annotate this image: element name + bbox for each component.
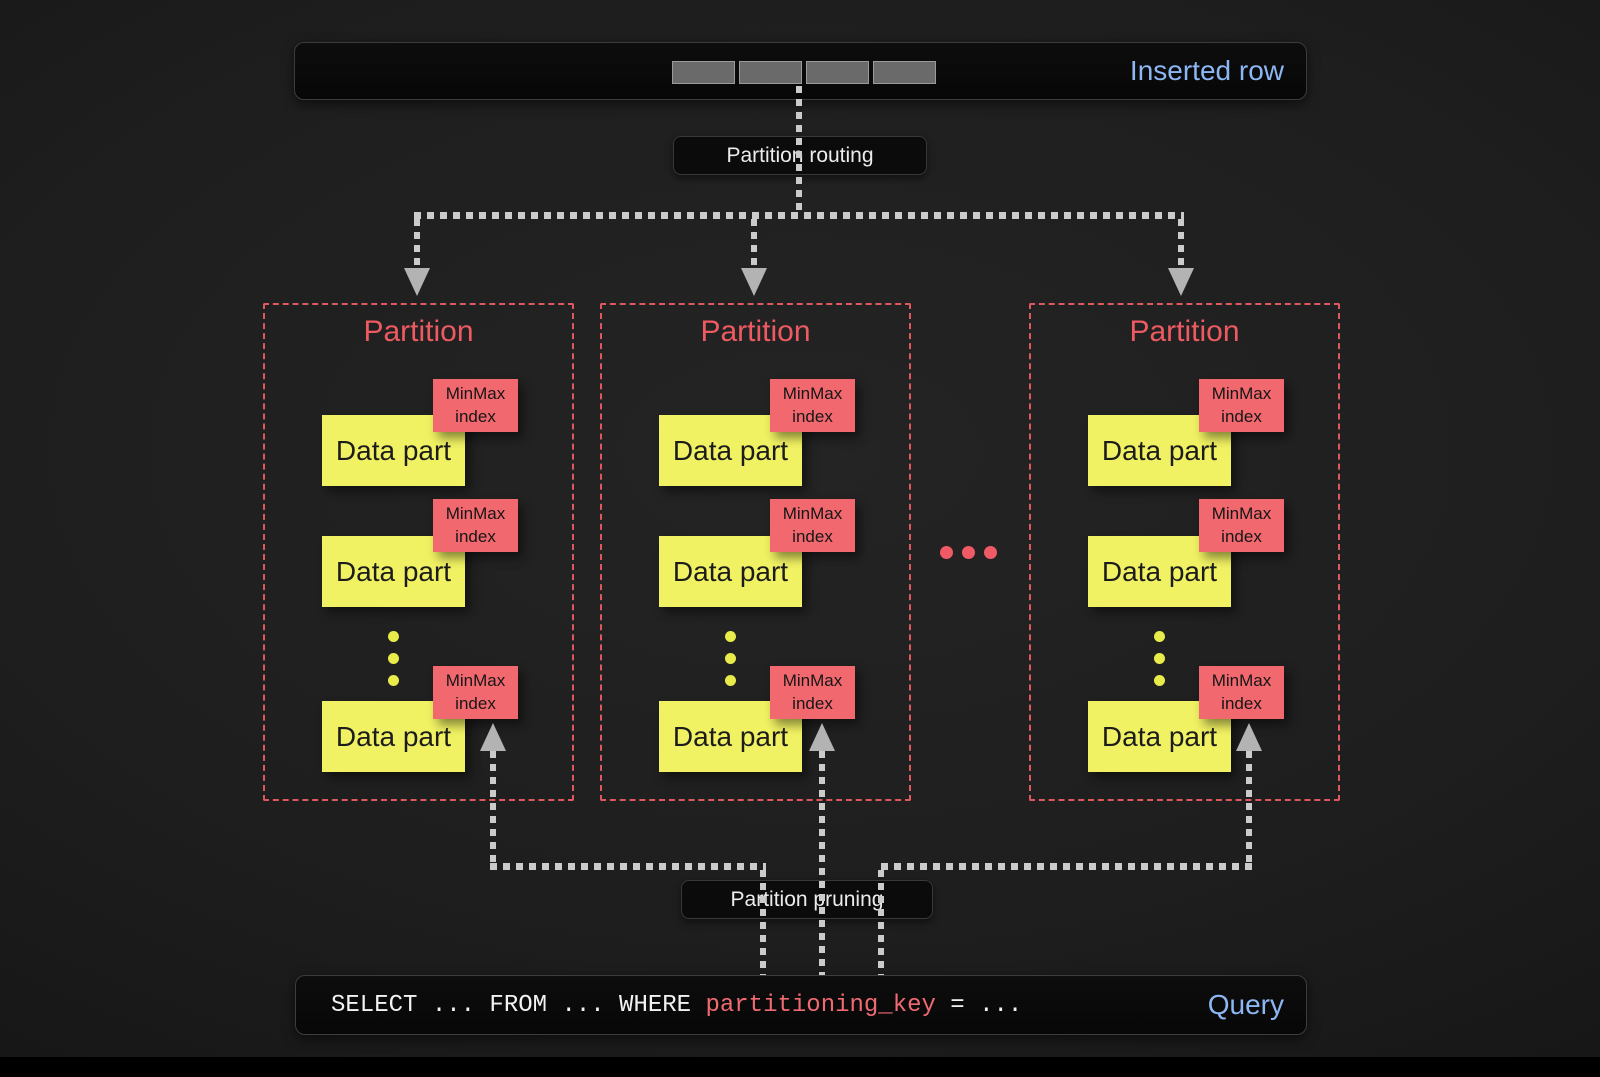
minmax-index-tag: MinMax index bbox=[433, 666, 518, 719]
partition-pruning-label: Partition pruning bbox=[730, 887, 884, 911]
partition-box-1: Partition Data part MinMax index Data pa… bbox=[263, 303, 574, 801]
row-segment bbox=[806, 61, 869, 84]
arrow-down-icon bbox=[1168, 268, 1194, 296]
more-parts-dot bbox=[725, 631, 736, 642]
row-segment bbox=[672, 61, 735, 84]
pruning-line-right-upper bbox=[1246, 751, 1252, 863]
partition-title: Partition bbox=[700, 315, 811, 348]
pruning-line-left-lower bbox=[760, 870, 766, 975]
minmax-index-tag: MinMax index bbox=[1199, 379, 1284, 432]
data-part: Data part bbox=[659, 701, 802, 772]
routing-line-horizontal bbox=[414, 212, 1184, 219]
arrow-up-icon bbox=[809, 723, 835, 751]
more-parts-dot bbox=[388, 675, 399, 686]
pruning-line-middle bbox=[819, 751, 825, 975]
partition-box-2: Partition Data part MinMax index Data pa… bbox=[600, 303, 911, 801]
inserted-row-box: Inserted row bbox=[294, 42, 1307, 100]
pruning-line-left-horizontal bbox=[490, 863, 766, 870]
minmax-index-tag: MinMax index bbox=[770, 499, 855, 552]
partition-box-3: Partition Data part MinMax index Data pa… bbox=[1029, 303, 1340, 801]
more-partitions-dot bbox=[962, 546, 975, 559]
arrow-down-icon bbox=[741, 268, 767, 296]
pruning-line-right-horizontal bbox=[881, 863, 1252, 870]
row-segment bbox=[739, 61, 802, 84]
data-part: Data part bbox=[1088, 701, 1231, 772]
routing-line-vertical bbox=[796, 86, 802, 215]
minmax-index-tag: MinMax index bbox=[770, 666, 855, 719]
minmax-index-tag: MinMax index bbox=[433, 499, 518, 552]
more-partitions-dot bbox=[984, 546, 997, 559]
arrow-up-icon bbox=[480, 723, 506, 751]
more-parts-dot bbox=[1154, 631, 1165, 642]
inserted-row-label: Inserted row bbox=[1129, 55, 1284, 86]
routing-branch-left bbox=[414, 219, 420, 268]
pruning-line-right-lower bbox=[878, 870, 884, 975]
minmax-index-tag: MinMax index bbox=[770, 379, 855, 432]
query-label: Query bbox=[1207, 989, 1284, 1020]
arrow-down-icon bbox=[404, 268, 430, 296]
more-parts-dot bbox=[1154, 653, 1165, 664]
partition-title: Partition bbox=[363, 315, 474, 348]
more-parts-dot bbox=[388, 653, 399, 664]
routing-branch-middle bbox=[751, 219, 757, 268]
minmax-index-tag: MinMax index bbox=[433, 379, 518, 432]
more-parts-dot bbox=[725, 653, 736, 664]
partition-pruning-pill: Partition pruning bbox=[681, 880, 933, 919]
more-parts-dot bbox=[725, 675, 736, 686]
pruning-line-left-upper bbox=[490, 751, 496, 866]
inserted-row-segments bbox=[672, 61, 936, 84]
more-partitions-dot bbox=[940, 546, 953, 559]
data-part: Data part bbox=[322, 415, 465, 486]
row-segment bbox=[873, 61, 936, 84]
minmax-index-tag: MinMax index bbox=[1199, 666, 1284, 719]
partition-title: Partition bbox=[1129, 315, 1240, 348]
routing-branch-right bbox=[1178, 219, 1184, 268]
more-parts-dot bbox=[388, 631, 399, 642]
bottom-black-band bbox=[0, 1057, 1600, 1077]
arrow-up-icon bbox=[1236, 723, 1262, 751]
query-box: SELECT ... FROM ... WHERE partitioning_k… bbox=[295, 975, 1307, 1035]
more-parts-dot bbox=[1154, 675, 1165, 686]
minmax-index-tag: MinMax index bbox=[1199, 499, 1284, 552]
sql-text-after: = ... bbox=[935, 991, 1023, 1019]
sql-partitioning-key: partitioning_key bbox=[705, 991, 936, 1019]
sql-text-before: SELECT ... FROM ... WHERE bbox=[331, 991, 706, 1019]
